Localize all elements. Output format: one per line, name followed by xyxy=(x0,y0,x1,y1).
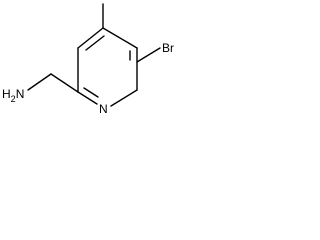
bond-c3-c4-ring-left xyxy=(77,27,104,49)
bond-c3-c4 xyxy=(102,27,138,49)
bond-c3-c4-double xyxy=(85,35,105,51)
amine-label: H2N xyxy=(2,87,24,104)
bond-n1-c2 xyxy=(77,91,98,105)
bromine-label: Br xyxy=(162,41,174,55)
amine-h: H xyxy=(2,87,11,101)
bond-c5-br xyxy=(136,47,161,63)
bond-c2-ch2 xyxy=(50,73,79,93)
bond-ch2-nh2 xyxy=(27,73,52,91)
ring-nitrogen-label: N xyxy=(99,102,108,116)
bond-c6-n1 xyxy=(110,89,138,107)
bond-n1-c2-double xyxy=(83,87,99,98)
amine-subscript: 2 xyxy=(11,94,16,104)
amine-n: N xyxy=(16,87,25,101)
chemical-structure: Br N H2N xyxy=(2,3,174,116)
